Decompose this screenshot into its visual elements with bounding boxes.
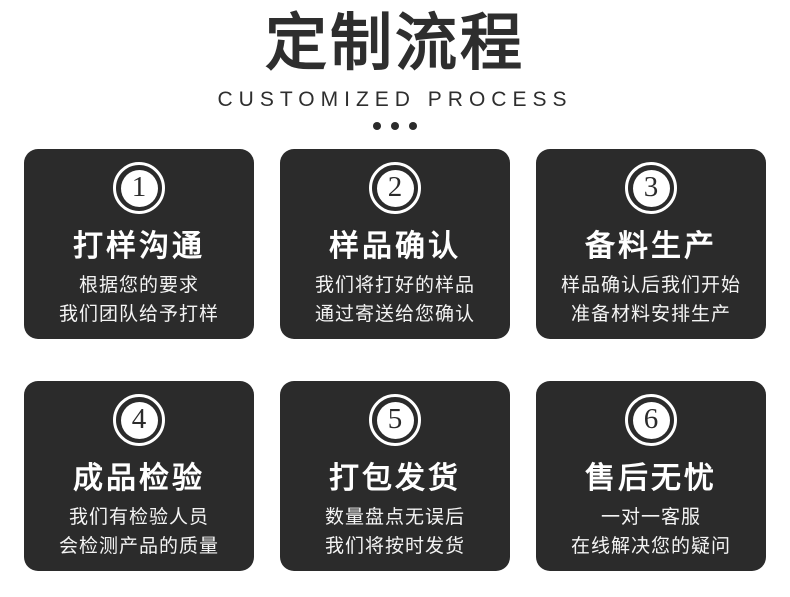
step-description-line: 我们将按时发货: [324, 536, 465, 558]
step-title: 样品确认: [329, 230, 461, 264]
step-description: 样品确认后我们开始 准备材料安排生产: [561, 271, 741, 329]
step-card-6: 6 售后无忧 一对一客服 在线解决您的疑问: [536, 381, 766, 572]
step-number-circle: 1: [120, 169, 158, 207]
step-number-badge: 3: [625, 162, 677, 215]
dot-icon: [372, 122, 381, 131]
step-card-4: 4 成品检验 我们有检验人员 会检测产品的质量: [24, 381, 254, 572]
step-number-badge: 1: [113, 162, 165, 215]
step-description-line: 会检测产品的质量: [58, 536, 219, 558]
step-number-badge: 2: [369, 162, 421, 215]
step-description: 根据您的要求 我们团队给予打样: [59, 271, 219, 329]
dot-icon: [409, 122, 418, 131]
step-description-line: 样品确认后我们开始: [560, 275, 741, 297]
step-number-circle: 3: [632, 169, 670, 207]
step-title: 售后无忧: [585, 462, 717, 496]
steps-grid: 1 打样沟通 根据您的要求 我们团队给予打样 2 样品确认 我们将打好的样品 通…: [24, 149, 766, 572]
step-card-5: 5 打包发货 数量盘点无误后 我们将按时发货: [280, 381, 510, 572]
ellipsis-dots-icon: [0, 122, 790, 132]
step-description: 我们有检验人员 会检测产品的质量: [59, 503, 219, 561]
step-description-line: 一对一客服: [600, 507, 701, 529]
step-description: 我们将打好的样品 通过寄送给您确认: [315, 271, 475, 329]
step-number: 2: [387, 170, 403, 203]
step-description-line: 通过寄送给您确认: [314, 304, 475, 326]
step-number-badge: 5: [369, 394, 421, 447]
step-description-line: 在线解决您的疑问: [570, 536, 731, 558]
step-card-2: 2 样品确认 我们将打好的样品 通过寄送给您确认: [280, 149, 510, 340]
step-number: 5: [387, 402, 403, 435]
header: 定制流程 CUSTOMIZED PROCESS: [0, 0, 790, 132]
step-number-circle: 2: [376, 169, 414, 207]
step-title: 成品检验: [73, 462, 205, 496]
step-title: 打样沟通: [73, 230, 205, 264]
step-description-line: 我们将打好的样品: [314, 275, 475, 297]
step-number-circle: 5: [376, 401, 414, 439]
step-number: 3: [643, 170, 659, 203]
step-description: 数量盘点无误后 我们将按时发货: [325, 503, 465, 561]
page-subtitle: CUSTOMIZED PROCESS: [217, 88, 573, 112]
step-card-3: 3 备料生产 样品确认后我们开始 准备材料安排生产: [536, 149, 766, 340]
step-title: 打包发货: [329, 462, 461, 496]
dot-icon: [391, 122, 399, 131]
step-description-line: 数量盘点无误后: [324, 507, 465, 529]
step-number-badge: 6: [625, 394, 677, 447]
step-number: 4: [131, 402, 147, 435]
step-description-line: 我们团队给予打样: [58, 304, 219, 326]
step-description-line: 根据您的要求: [78, 275, 199, 297]
step-description: 一对一客服 在线解决您的疑问: [571, 503, 731, 561]
step-number: 6: [643, 402, 659, 435]
step-description-line: 我们有检验人员: [68, 507, 209, 529]
step-card-1: 1 打样沟通 根据您的要求 我们团队给予打样: [24, 149, 254, 340]
step-description-line: 准备材料安排生产: [570, 304, 731, 326]
step-number-circle: 4: [120, 401, 158, 439]
page-title: 定制流程: [264, 9, 525, 78]
step-number-badge: 4: [113, 394, 165, 447]
step-number-circle: 6: [632, 401, 670, 439]
step-title: 备料生产: [585, 230, 717, 264]
step-number: 1: [131, 170, 147, 203]
